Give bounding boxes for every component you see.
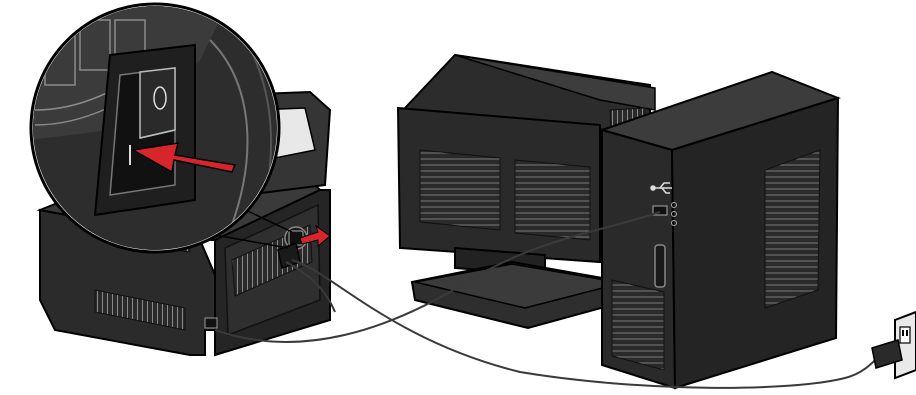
usb-symbol-icon (650, 182, 672, 194)
computer-tower (598, 70, 842, 390)
monitor (396, 53, 656, 330)
wall-outlet (871, 310, 916, 380)
magnifier-callout (29, 2, 293, 254)
insert-arrow-icon (130, 142, 237, 174)
cables (214, 211, 893, 389)
